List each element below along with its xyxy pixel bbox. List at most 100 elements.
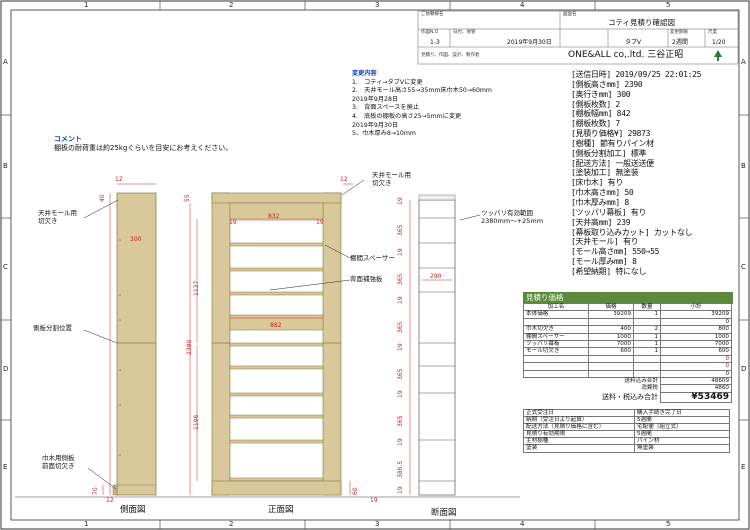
quote-cell — [523, 362, 589, 371]
spec-line: [奥行きmm] 300 — [571, 89, 631, 99]
quote-header: 加工名 — [523, 302, 589, 312]
spec-line: [天井高mm] 239 — [571, 217, 631, 227]
info-value: 5週間 — [634, 430, 730, 439]
spec-line: [ツッパリ幕板] 有り — [571, 207, 647, 217]
comment-title: コメント — [54, 135, 82, 143]
info-label: 納期（受注日より起算） — [523, 416, 635, 425]
col-label-2: 2 — [229, 1, 234, 9]
total-value: ¥53469 — [660, 391, 732, 403]
spec-line: [天井モール] 有り — [571, 237, 639, 247]
quote-cell — [523, 317, 589, 327]
spec-line: [見積り価格¥] 29873 — [571, 129, 651, 139]
spec-line: [巾木高さmm] 50 — [571, 188, 634, 198]
maker-label: 見積り、作図、設計、製作者 — [421, 53, 480, 58]
row-label-a: A — [3, 58, 8, 66]
quote-cell — [588, 369, 634, 379]
col-label-2-bottom: 2 — [229, 520, 234, 528]
table-row: 0 — [523, 362, 732, 371]
spec-line: [モール高さmm] 550→55 — [571, 247, 660, 257]
row-label-b: B — [3, 162, 8, 170]
quote-cell: 0 — [660, 362, 732, 371]
change-line: 1. コティ→タブVに変更 — [352, 78, 423, 86]
dim-300: 300 — [130, 236, 142, 243]
col-label-4: 4 — [520, 1, 525, 9]
quote-cell: 600 — [588, 347, 634, 356]
table-row: 塗装 無塗装 — [523, 444, 730, 453]
period-label: 変更期限 — [670, 30, 688, 35]
spec-line: [幕板取り込みカット] カットなし — [571, 227, 693, 237]
total-row: 送料・税込み合計 ¥53469 — [524, 391, 732, 403]
dim-290: 290 — [430, 273, 442, 280]
dim-top-right: 12 — [340, 176, 348, 183]
quote-header-row: 加工名 価格 数量 小計 — [523, 302, 732, 312]
sec-dim: 365 — [397, 321, 404, 333]
row-label-c: C — [3, 263, 8, 271]
side-split-note: 側板分割位置 — [33, 324, 72, 332]
scale-label: 尺度 — [708, 30, 717, 35]
dim-40: 40 — [99, 194, 106, 202]
quote-cell: 2 — [633, 325, 661, 334]
dim-1137: 1137 — [193, 280, 200, 296]
quote-cell: 0 — [660, 369, 732, 379]
dim-12b: 12 — [106, 497, 114, 504]
info-label: 正式受注日 — [523, 408, 635, 418]
dim-55: 55 — [184, 194, 191, 202]
dim-top-left: 12 — [115, 176, 123, 183]
tsuppari-range-note: ツッパリ有効範囲 2380mm～+25mm — [481, 209, 544, 225]
quote-cell: 棚間スペーサー — [523, 332, 589, 342]
change-line: 2019年9月30日 — [352, 121, 399, 129]
info-label: 見積り有効期限 — [523, 430, 635, 439]
ceiling-mold-cut-right-note: 天井モール用 切欠き — [372, 171, 411, 187]
change-line: 2. 天井モール高さ55→35mm床巾木50→60mm — [352, 87, 492, 95]
dim-1196: 1196 — [193, 414, 200, 430]
spec-line: [モール厚みmm] 8 — [571, 257, 637, 267]
info-label: 配送方法（見積り価格に含む） — [523, 423, 635, 432]
quote-cell: 1 — [633, 310, 661, 319]
col-label-5-bottom: 5 — [666, 520, 671, 528]
quote-cell: ツッパリ幕板 — [523, 340, 589, 349]
spec-line: [側板高さmm] 2390 — [571, 79, 643, 89]
spec-line: [側板枚数] 2 — [571, 99, 620, 109]
spec-list: [送信日時] 2019/09/25 22:01:25 [側板高さmm] 2390… — [571, 70, 741, 277]
quote-cell: 本体価格 — [523, 310, 589, 319]
table-row: モール切欠き 600 1 600 — [523, 347, 732, 356]
change-notes: 変更内容 1. コティ→タブVに変更 2. 天井モール高さ55→35mm床巾木5… — [352, 70, 537, 139]
quote-cell: 1 — [633, 347, 661, 356]
quote-title: 見積り価格 — [523, 292, 733, 304]
work-no-label: 作図N.O — [421, 30, 439, 35]
info-value: 宅配便（組立式） — [634, 423, 730, 432]
company-logo-icon — [714, 50, 722, 61]
col-label-1: 1 — [84, 1, 89, 9]
change-line: 3. 背面スペースを廃止 — [352, 104, 420, 112]
spec-line: [樹種] 節有りパイン材 — [571, 138, 654, 148]
sec-dim: 19 — [397, 438, 404, 446]
quote-cell: 400 — [588, 325, 634, 334]
subtotal-value: 48609 — [660, 377, 732, 386]
quote-header: 数量 — [633, 302, 661, 312]
comment-box: コメント 棚板の耐荷重は約25kgぐらいを目安にお考えください。 — [54, 135, 232, 153]
quote-cell: 39209 — [660, 310, 732, 319]
info-value: 5週間 — [634, 416, 730, 425]
quote-cell: モール切欠き — [523, 347, 589, 356]
front-view-label: 正面図 — [268, 505, 294, 515]
quote-cell — [633, 362, 661, 371]
quote-header: 小計 — [660, 302, 732, 312]
quote-cell — [633, 317, 661, 327]
table-row: 主材樹種 パイン材 — [523, 437, 730, 446]
quote-cell: 7000 — [660, 340, 732, 349]
row-label-a-right: A — [741, 58, 746, 66]
spec-line: [巾木厚みmm] 8 — [571, 197, 629, 207]
quote-cell: 1000 — [660, 332, 732, 342]
quote-table: 加工名 価格 数量 小計 本体価格 39209 1 39209 0 巾木切欠き … — [523, 302, 732, 403]
quote-cell: 1 — [633, 332, 661, 342]
table-row: 棚間スペーサー 1000 1 1000 — [523, 332, 732, 342]
sec-dim: 365 — [397, 415, 404, 427]
row-label-d-right: D — [741, 365, 747, 373]
dim-19b: 19 — [316, 219, 324, 226]
spec-line: [棚板幅mm] 842 — [571, 109, 631, 119]
table-row: 巾木切欠き 400 2 800 — [523, 325, 732, 334]
spec-line: [塗装加工] 無塗装 — [571, 168, 639, 178]
quote-cell: 0 — [660, 354, 732, 364]
date-label: 日付、保管 — [453, 30, 476, 35]
table-row: 0 — [523, 354, 732, 364]
